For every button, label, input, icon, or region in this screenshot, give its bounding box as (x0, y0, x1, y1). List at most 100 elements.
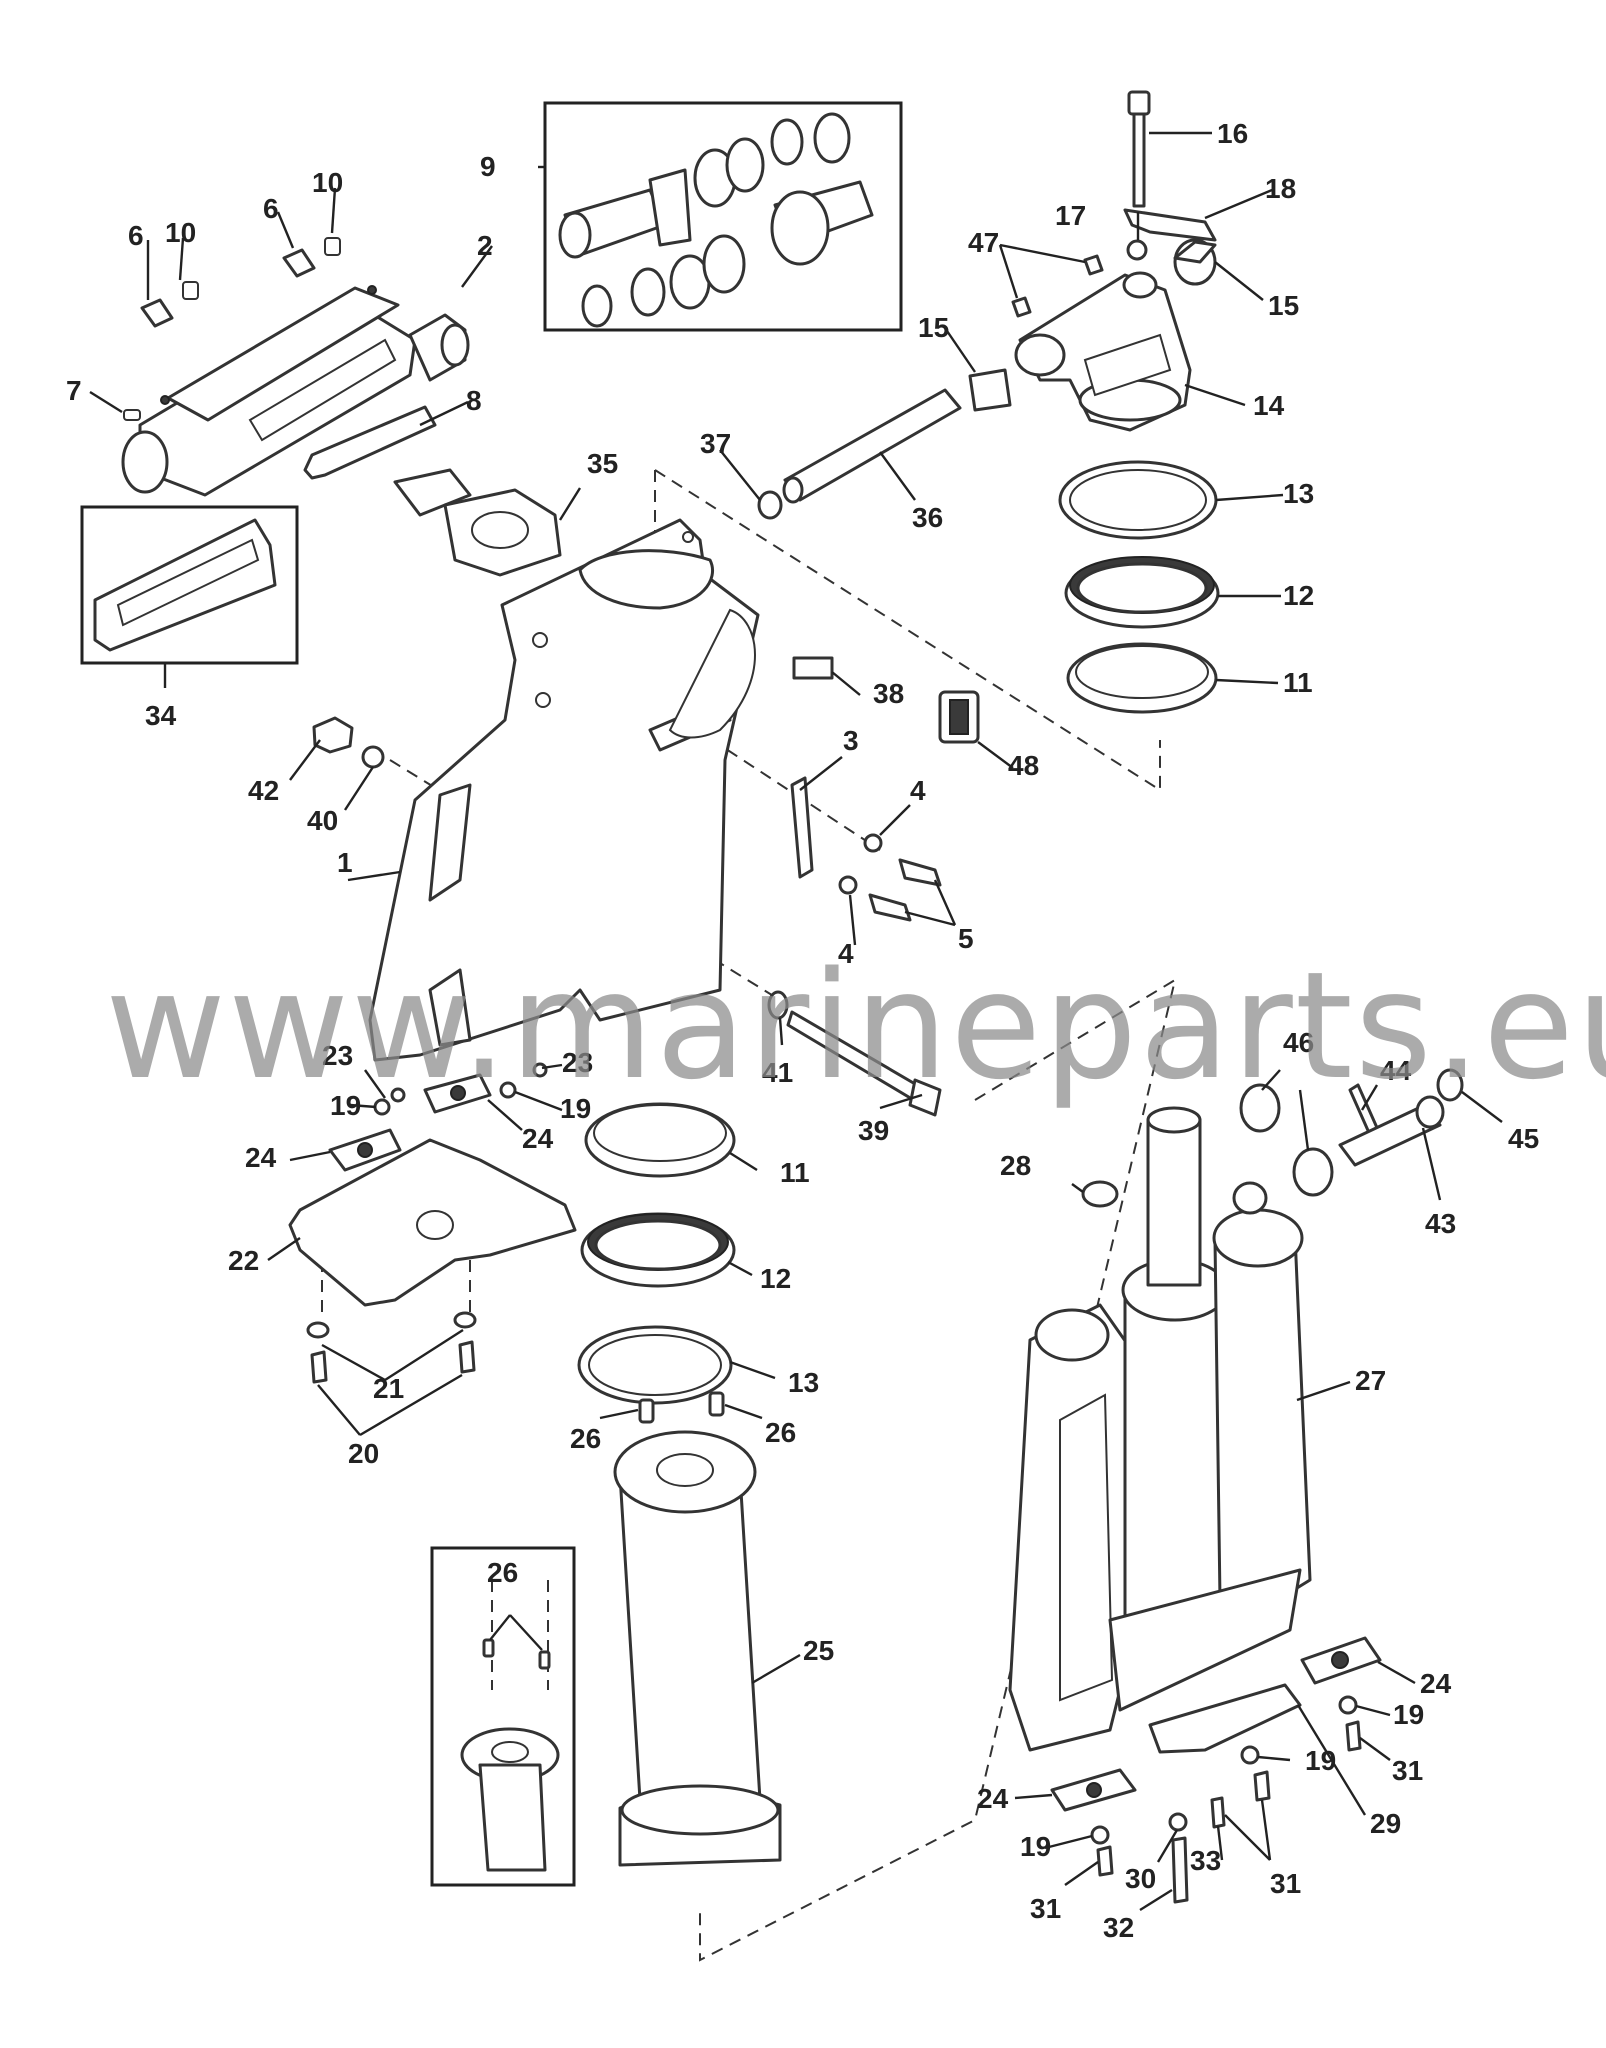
part-nut-4a (863, 833, 883, 853)
part-gasket-8 (303, 405, 437, 480)
callout-35: 35 (587, 448, 618, 479)
callout-24-right: 24 (1420, 1668, 1452, 1699)
callout-15-left: 15 (918, 312, 949, 343)
part-washer-19d (1240, 1745, 1260, 1765)
part-anode-24-left (328, 1128, 402, 1172)
callout-1: 1 (337, 847, 353, 878)
part-seal-13-upper (1058, 460, 1218, 540)
part-seal-11-upper (1066, 642, 1218, 714)
part-screw-47b (1083, 254, 1104, 276)
callout-11-lower: 11 (780, 1157, 810, 1188)
assembly-line-top (654, 469, 1161, 792)
part-bolt-5b (868, 893, 912, 922)
part-swivel-housing-14 (1014, 271, 1192, 432)
part-bearing-12-lower (580, 1212, 736, 1288)
part-screw-31b (1096, 1845, 1114, 1877)
part-gimbal-housing (121, 285, 470, 497)
callout-21: 21 (373, 1373, 404, 1404)
part-oring-37 (757, 490, 783, 520)
part-screw-33 (1210, 1796, 1226, 1829)
part-bracket-18 (1123, 208, 1217, 242)
callout-24-mid: 24 (522, 1123, 554, 1154)
part-anode-24-right (423, 1073, 492, 1114)
callout-37: 37 (700, 428, 731, 459)
callout-13-upper: 13 (1283, 478, 1314, 509)
callout-4-upper: 4 (910, 775, 926, 806)
callout-30: 30 (1125, 1863, 1156, 1894)
part-yoke-35 (393, 468, 562, 577)
callout-18: 18 (1265, 173, 1296, 204)
callout-43: 43 (1425, 1208, 1456, 1239)
callout-27: 27 (1355, 1365, 1386, 1396)
part-screw-20a (310, 1350, 328, 1384)
callout-10-left: 10 (165, 217, 196, 248)
callout-25: 25 (803, 1635, 834, 1666)
part-screw-31a (1345, 1720, 1362, 1752)
callout-38: 38 (873, 678, 904, 709)
callout-20: 20 (348, 1438, 379, 1469)
callout-39: 39 (858, 1115, 889, 1146)
part-transom-bracket-1 (368, 518, 760, 1062)
part-washer-19c (1338, 1695, 1358, 1715)
part-bushing-46a (1239, 1083, 1281, 1133)
callout-19-b: 19 (560, 1093, 591, 1124)
callout-15-right: 15 (1268, 290, 1299, 321)
part-decal-38 (792, 656, 834, 680)
callout-14: 14 (1253, 390, 1285, 421)
part-oring-41 (767, 990, 789, 1020)
part-seal-13-lower (577, 1325, 733, 1405)
callout-12-lower: 12 (760, 1263, 791, 1294)
callout-19-d: 19 (1305, 1745, 1336, 1776)
part-gasket-plate-34 (93, 518, 277, 652)
inset-box-seals (543, 101, 903, 332)
callout-12-upper: 12 (1283, 580, 1314, 611)
part-screw-47a (1011, 296, 1032, 318)
callout-19-c: 19 (1393, 1699, 1424, 1730)
callout-22: 22 (228, 1245, 259, 1276)
part-pin-26a (638, 1398, 655, 1424)
callout-41: 41 (762, 1057, 793, 1088)
part-bolt-5a (898, 858, 942, 887)
part-pin-43 (1338, 1095, 1445, 1167)
callout-19-a: 19 (330, 1090, 361, 1121)
callout-10-right: 10 (312, 167, 343, 198)
callout-36: 36 (912, 502, 943, 533)
callout-28: 28 (1000, 1150, 1031, 1181)
callout-6-right: 6 (263, 193, 279, 224)
callout-19-e: 19 (1020, 1831, 1051, 1862)
part-decal-48 (938, 690, 980, 744)
part-washer-19b (499, 1081, 517, 1099)
callout-29: 29 (1370, 1808, 1401, 1839)
part-trim-cylinder-27 (1008, 1106, 1312, 1752)
part-washer-21b (453, 1311, 477, 1329)
callout-13-lower: 13 (788, 1367, 819, 1398)
part-sleeve-inset (460, 1638, 560, 1872)
callout-9: 9 (480, 151, 496, 182)
part-pivot-bolt-39 (786, 1010, 942, 1117)
callout-labels: 1 2 3 4 4 5 6 6 7 8 9 10 10 11 11 12 12 … (66, 118, 1539, 1943)
part-screw-20b (458, 1340, 476, 1374)
callout-31-right: 31 (1392, 1755, 1423, 1786)
part-ring-45 (1436, 1068, 1464, 1102)
callout-6-left: 6 (128, 220, 144, 251)
inset-box-sleeve (430, 1546, 576, 1887)
callout-4-lower: 4 (838, 938, 854, 969)
callout-24-lower: 24 (977, 1783, 1009, 1814)
part-oring-28 (1081, 1180, 1119, 1208)
inset-box-gasket-plate (80, 505, 299, 665)
part-bell-housing-25 (613, 1430, 782, 1867)
callout-40: 40 (307, 805, 338, 836)
callout-46: 46 (1283, 1027, 1314, 1058)
callout-23-right: 23 (562, 1047, 593, 1078)
part-nut-4b (838, 875, 858, 895)
part-bushing-15 (968, 238, 1217, 412)
part-bolt-16 (1127, 90, 1151, 208)
part-link-3 (790, 776, 814, 879)
callout-11-upper: 11 (1283, 667, 1313, 698)
callout-24-left: 24 (245, 1142, 277, 1173)
part-grease-fitting (123, 237, 341, 421)
part-washer-40 (361, 745, 385, 769)
callout-26-left: 26 (570, 1423, 601, 1454)
part-washer-17 (1126, 239, 1148, 261)
